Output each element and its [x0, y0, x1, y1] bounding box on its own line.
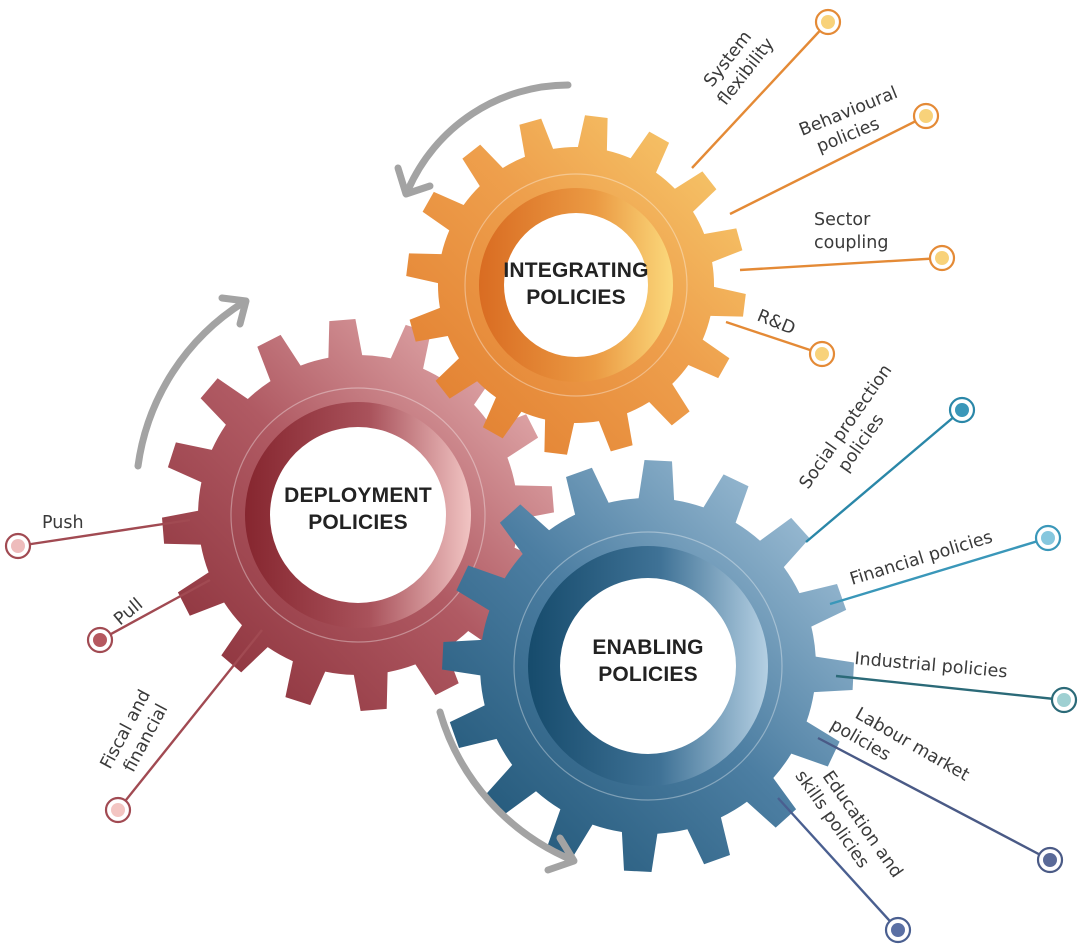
- label-sector-coupling-line1: Sector: [814, 210, 871, 230]
- arrow-enabling: [436, 708, 576, 864]
- connector-line-system-flexibility: [691, 21, 829, 169]
- connector-education-skills: [777, 797, 912, 944]
- connector-rd: [725, 320, 836, 368]
- gear-titles: INTEGRATING POLICIES DEPLOYMENT POLICIES…: [284, 259, 703, 686]
- label-sector-coupling: Sector coupling: [814, 210, 888, 253]
- connector-dot-industrial-policies: [1057, 693, 1071, 707]
- connector-dot-push: [11, 539, 25, 553]
- connector-dot-sector-coupling: [935, 251, 949, 265]
- deployment-title-line2: POLICIES: [308, 511, 408, 534]
- connector-dot-financial-policies: [1041, 531, 1055, 545]
- connector-dot-fiscal-financial: [111, 803, 125, 817]
- connector-dot-behavioural-policies: [919, 109, 933, 123]
- connector-industrial-policies: [835, 674, 1078, 714]
- connector-dot-social-protection: [955, 403, 969, 417]
- label-push: Push: [42, 513, 84, 533]
- gear-integrating-guide-ring: [464, 173, 688, 397]
- connector-pull: [86, 578, 211, 654]
- arrow-deployment-head: [218, 294, 250, 328]
- connector-line-social-protection: [805, 409, 963, 543]
- label-fiscal-financial: Fiscal and financial: [97, 682, 177, 783]
- connector-line-pull: [99, 578, 211, 642]
- label-system-flexibility: System flexibility: [696, 21, 778, 110]
- integrating-title-line2: POLICIES: [526, 286, 626, 309]
- connector-push: [4, 518, 191, 560]
- label-social-protection: Social protection policies: [796, 357, 918, 506]
- connector-sector-coupling: [739, 244, 956, 272]
- gear-enabling-guide-ring: [513, 531, 783, 801]
- enabling-title-line2: POLICIES: [598, 663, 698, 686]
- arrow-enabling-head: [544, 834, 578, 874]
- connector-line-push: [17, 518, 191, 548]
- enabling-title-line1: ENABLING: [592, 636, 703, 659]
- connector-line-sector-coupling: [739, 256, 943, 272]
- connector-financial-policies: [829, 524, 1062, 606]
- integrating-title-line1: INTEGRATING: [503, 259, 648, 282]
- connector-dot-rd: [815, 347, 829, 361]
- connector-dot-education-skills: [891, 923, 905, 937]
- connector-fiscal-financial: [104, 629, 263, 824]
- gear-integrating: [406, 115, 746, 455]
- connector-line-financial-policies: [829, 536, 1049, 606]
- gear-enabling: [442, 460, 854, 872]
- gear-deployment-hub: [270, 427, 446, 603]
- gear-enabling-hub: [560, 578, 736, 754]
- connector-line-rd: [725, 320, 823, 356]
- label-pull: Pull: [110, 595, 147, 630]
- label-sector-coupling-line2: coupling: [814, 233, 888, 253]
- rotation-arrows: [134, 81, 578, 874]
- label-behavioural-policies: Behavioural policies: [796, 81, 914, 161]
- connector-dot-system-flexibility: [821, 15, 835, 29]
- connector-labour-market: [817, 736, 1064, 874]
- connector-line-behavioural-policies: [729, 114, 927, 216]
- connector-social-protection: [805, 396, 976, 543]
- arrow-deployment: [134, 298, 248, 470]
- connector-dot-pull: [93, 633, 107, 647]
- label-financial-policies: Financial policies: [848, 527, 995, 589]
- connector-line-fiscal-financial: [117, 629, 263, 811]
- connector-system-flexibility: [691, 8, 842, 169]
- gear-deployment-guide-ring: [230, 387, 486, 643]
- label-industrial-policies: Industrial policies: [854, 649, 1009, 682]
- gear-deployment: [162, 319, 554, 711]
- connector-dot-labour-market: [1043, 853, 1057, 867]
- connector-behavioural-policies: [729, 102, 940, 216]
- deployment-title-line1: DEPLOYMENT: [284, 484, 432, 507]
- gear-integrating-hub: [504, 213, 648, 357]
- connector-line-industrial-policies: [835, 674, 1065, 702]
- arrow-integrating-head: [394, 164, 434, 198]
- arrow-integrating: [404, 81, 572, 194]
- connector-line-education-skills: [777, 797, 899, 931]
- connector-line-labour-market: [817, 736, 1051, 862]
